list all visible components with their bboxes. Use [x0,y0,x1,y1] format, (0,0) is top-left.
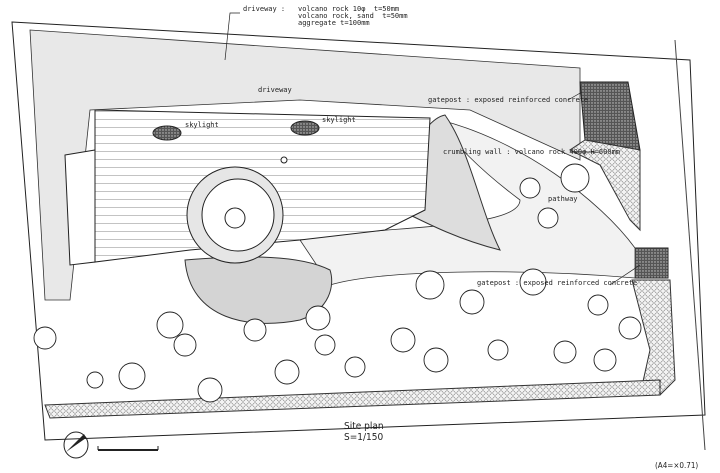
gatepost-bottom [634,247,669,279]
driveway-spec-line-3: aggregate t=100mm [298,19,370,27]
drawing-scale: S=1/150 [344,432,384,443]
skylight-label-1: skylight [185,121,219,129]
gravel-strip-bottom [44,379,661,419]
skylight-1 [152,125,182,141]
gatepost-top-label: gatepost : exposed reinforced concrete [428,96,589,104]
scale-bar [97,446,159,451]
drain-marker [280,156,288,164]
driveway-area [29,29,581,301]
driveway-spec-line-2: volcano rock, sand t=50mm [298,12,408,20]
gravel-strip-top [569,139,641,232]
driveway-spec-label: driveway : [243,5,286,13]
skylight-label-2: skylight [322,116,356,124]
driveway-spec-line-1: volcano rock 10φ t=50mm [298,5,400,13]
gatepost-bottom-label: gatepost : exposed reinforced concrete [477,279,638,287]
north-arrow-icon [63,431,89,459]
crumbling-wall-label: crumbling wall : volcano rock 400φ H=600… [443,148,621,156]
drawing-title: Site plan [344,421,384,432]
trees [33,163,642,403]
terrace [184,256,333,324]
round-tower-core [224,207,246,229]
pathway-label: pathway [548,195,578,203]
building-wing [64,149,96,266]
pathway-area [299,119,636,286]
skylight-2 [290,120,320,136]
road-edge [674,39,706,451]
driveway-label: driveway [258,86,292,94]
paper-note: (A4=×0.71) [655,461,699,470]
